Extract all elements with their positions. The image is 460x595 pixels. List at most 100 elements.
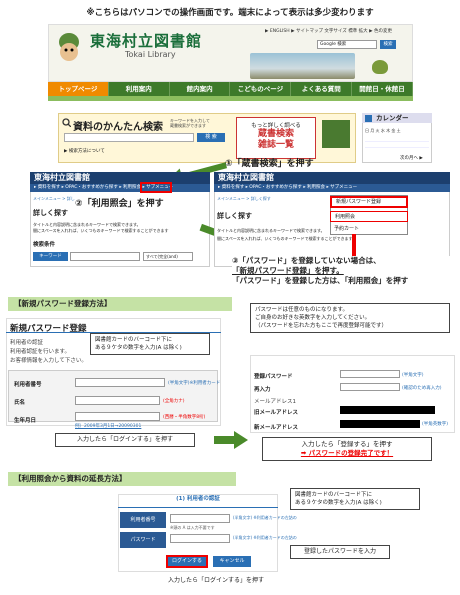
password-input[interactable] (340, 370, 400, 378)
reg-auth: 利用者の認証 (10, 340, 44, 346)
header-links[interactable]: ▶ ENGLISH ▶ サイトマップ 文字サイズ 標準 拡大 ▶ 色の変更 (265, 29, 392, 34)
match-select[interactable]: すべて(完全(and) (143, 252, 193, 261)
nav-guide[interactable]: 利用案内 (109, 82, 170, 96)
reg-divider (6, 332, 221, 333)
calendar-days: 日 月 火 水 木 金 土 (365, 128, 401, 133)
step2-label: ②「利用照会」を押す (75, 196, 164, 209)
nav-floor[interactable]: 館内案内 (170, 82, 231, 96)
google-search-input[interactable]: Google 検索 (317, 40, 377, 49)
detail-search-heading: 詳しく探す (33, 209, 68, 217)
search-icon (62, 118, 72, 128)
password-note: (半角文字) (402, 373, 424, 378)
password-confirm-input[interactable] (340, 383, 400, 391)
library-building-image (250, 53, 355, 79)
login-hint: ※頭の A は入力不要です (170, 525, 215, 530)
step3-line2: 「新規パスワード登録」を押す。 (232, 266, 344, 275)
login-button[interactable]: ログインする (166, 555, 208, 568)
detail-desc: タイトルと内容説明に含まれるキーワードで検索できます。 (33, 222, 141, 227)
bird-mascot-icon (372, 60, 388, 74)
site-subtitle: Tokai Library (125, 50, 176, 59)
password-note-bubble: パスワードは任意のものになります。 ご自身のお好きな英数字を入力してください。 … (250, 303, 450, 333)
reg-title: 新規パスワード登録 (10, 324, 87, 334)
search-title: 資料のかんたん検索 (73, 122, 163, 133)
new-mail-note: (半角英数字) (422, 422, 449, 427)
calendar-next-link[interactable]: 次の月へ ▶ (400, 156, 423, 161)
menu-usage-inquiry[interactable]: 利用照会 (330, 211, 408, 222)
site-title[interactable]: 東海村立図書館 (90, 32, 203, 50)
name-input[interactable] (75, 396, 160, 405)
detail-desc2-right: 間にスペースを入れれば、いくつものキーワードで検索することができます (217, 236, 353, 241)
search-conditions: 検索条件 (33, 242, 56, 248)
name-note: (全角カナ) (163, 399, 185, 404)
old-mail-redacted (340, 406, 435, 414)
books-image (322, 120, 350, 148)
login-pw-note: (半角文字) ※利用者カードの左詰の (233, 535, 297, 540)
calendar-title: カレンダー (362, 113, 432, 123)
login-divider (118, 507, 278, 508)
search-subtitle: キーワードを入力して 蔵書検索ができます (170, 118, 210, 128)
login-title: (1) 利用者の認証 (176, 496, 220, 502)
birth-input[interactable] (75, 412, 160, 421)
login-pw-input[interactable] (170, 534, 230, 543)
main-nav: トップページ 利用案内 館内案内 こどものページ よくある質問 開館日・休館日 (48, 82, 413, 96)
win-title-left: 東海村立図書館 (30, 172, 210, 184)
step3-text: ③「パスワード」を登録していない場合は、 「新規パスワード登録」を押す。 「パス… (232, 256, 456, 286)
breadcrumb[interactable]: メインメニュー > 詳しく探す (33, 196, 87, 201)
menu-reserve-cart[interactable]: 予約カート (334, 226, 360, 232)
menu-new-password[interactable]: 新規パスワード登録 (330, 196, 408, 208)
login-instruction: 入力したら「ログインする」を押す (55, 433, 195, 447)
search-help-link[interactable]: ▶ 検索方法について (64, 149, 105, 154)
user-id-note: (半角文字)※利用者カード (168, 381, 221, 386)
step1-label: ①「蔵書検索」を押す (225, 159, 314, 169)
calendar-icon (365, 115, 372, 122)
birth-example: 例）2009年3月1日→20090301 (75, 424, 142, 429)
register-instruction: 入力したら「登録する」を押す (301, 440, 393, 448)
arrow-step4-head (234, 431, 248, 449)
barcode-bubble-2: 図書館カードのバーコード下に ある９ケタの数字を入力(A は除く) (290, 488, 420, 510)
login-instruction-2: 入力したら「ログインする」を押す (168, 577, 265, 584)
win-menu-left[interactable]: ▸ 資料を探す ▸ OPAC・おすすめから探す ▸ 利用照会 ▸ サブメニュー (30, 184, 210, 192)
reg-desc: 利用者認証を行います。 (10, 349, 70, 355)
catalog-search-banner[interactable]: もっと詳しく調べる 蔵書検索 雑誌一覧 (236, 117, 316, 159)
nav-faq[interactable]: よくある質問 (291, 82, 353, 96)
step3-line1: ③「パスワード」を登録していない場合は、 (232, 256, 381, 265)
label-user-id: 利用者番号 (14, 382, 42, 388)
highlight-usage-inquiry (140, 182, 172, 193)
complete-bubble: 入力したら「登録する」を押す ➡ パスワードの登録完了です！ (262, 437, 432, 461)
nav-subbar (48, 96, 413, 101)
keyword-label: キーワード (33, 252, 68, 261)
google-search-button[interactable]: 検索 (380, 40, 396, 49)
detail-desc2: 間にスペースを入れれば、いくつものキーワードで検索することができます (33, 228, 169, 233)
password-bubble: 登録したパスワードを入力 (290, 545, 390, 559)
nav-top[interactable]: トップページ (48, 82, 109, 96)
calendar-grid (365, 136, 429, 152)
reg-desc2: お客様情報を入力して下さい。 (10, 358, 87, 364)
keyword-input[interactable] (64, 133, 194, 142)
new-mail-redacted (340, 420, 420, 428)
barcode-bubble: 図書館カードのバーコード下に ある９ケタの数字を入力(A は除く) (90, 333, 210, 355)
label-login-pw: パスワード (120, 532, 166, 548)
cancel-button[interactable]: キャンセル (213, 556, 251, 567)
label-mail1: メールアドレス1 (254, 399, 296, 405)
detail-search-heading-right: 詳しく探す (217, 212, 252, 220)
win-title-right: 東海村立図書館 (214, 172, 450, 184)
win-menu-right[interactable]: ▸ 資料を探す ▸ OPAC・おすすめから探す ▸ 利用照会 ▸ サブメニュー (214, 184, 450, 192)
label-login-id: 利用者番号 (120, 512, 166, 528)
nav-calendar[interactable]: 開館日・休館日 (352, 82, 413, 96)
breadcrumb-right[interactable]: メインメニュー > 詳しく探す (217, 196, 271, 201)
nav-kids[interactable]: こどものページ (230, 82, 292, 96)
label-name: 氏名 (14, 400, 26, 406)
birth-note: (西暦・半角数字8桁) (163, 415, 206, 420)
login-id-input[interactable] (170, 514, 230, 523)
label-password: 登録パスワード (254, 374, 293, 380)
label-new-mail: 新メールアドレス (254, 425, 299, 431)
banner-main: 蔵書検索 雑誌一覧 (257, 129, 294, 150)
user-id-input[interactable] (75, 378, 165, 387)
detail-desc-right: タイトルと内容説明に含まれるキーワードで検索できます。 (217, 228, 325, 233)
keyword-field[interactable] (70, 252, 140, 261)
step3-line3: 「パスワード」を登録した方は、「利用照会」を押す (232, 276, 409, 285)
search-button[interactable]: 検 索 (197, 133, 225, 142)
label-birth: 生年月日 (14, 418, 37, 424)
arrow-step4 (214, 436, 234, 444)
red-line (352, 234, 356, 258)
